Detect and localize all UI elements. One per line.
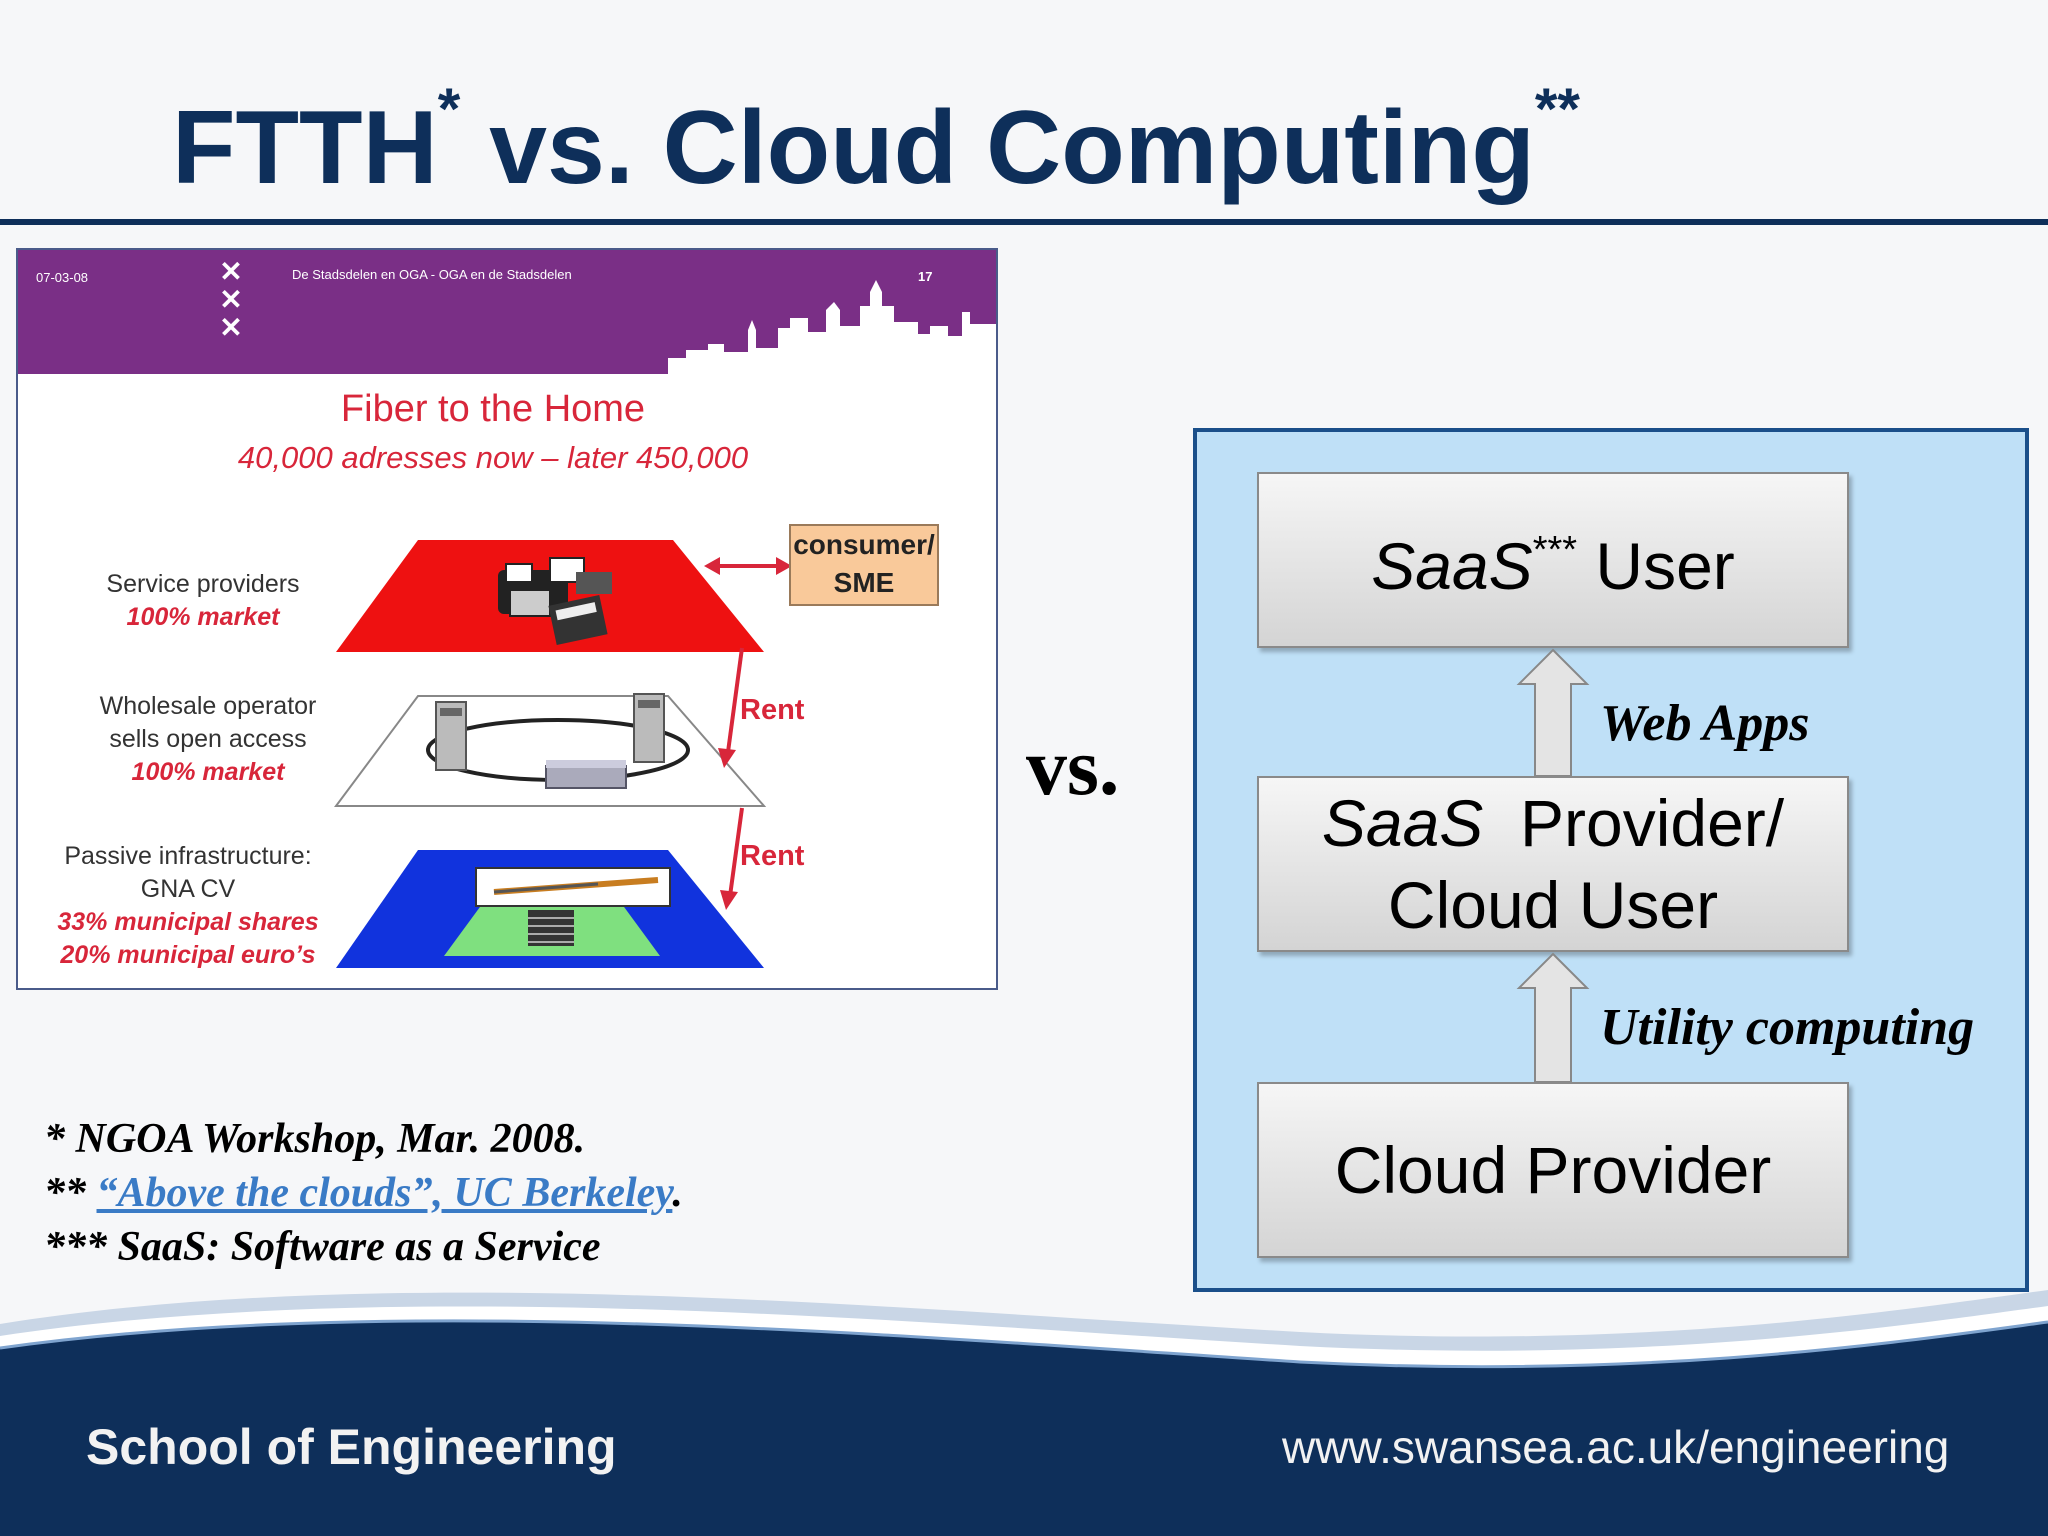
layer-label-line: GNA CV (140, 875, 236, 903)
vs-label: vs. (1026, 721, 1120, 812)
title-sup-1: * (437, 77, 461, 142)
layer-market-line: 33% municipal shares (57, 908, 319, 936)
consumer-line-1: consumer/ (793, 529, 935, 560)
layer-market-line: 100% market (126, 603, 280, 631)
ftth-title: Fiber to the Home (340, 388, 646, 430)
layer-label-service: Service providers 100% market (78, 568, 328, 634)
layer-label-wholesale: Wholesale operator sells open access 100… (68, 690, 348, 789)
layer-label-passive: Passive infrastructure: GNA CV 33% munic… (18, 840, 358, 972)
ftth-page-number: 17 (918, 269, 933, 284)
layer-label-line: Passive infrastructure: (64, 842, 312, 870)
footnote-2-suffix: . (672, 1170, 683, 1216)
layer-market-line: 20% municipal euro’s (60, 941, 316, 969)
rent-label-2: Rent (740, 840, 805, 872)
cloud-provider-text: Cloud Provider (1334, 1133, 1772, 1207)
cloud-stack-panel: SaaS*** User Web Apps SaaS Provider/ Clo… (1193, 428, 2029, 1292)
rent-arrow-2 (728, 807, 744, 897)
title-rule (0, 219, 2048, 225)
amsterdam-xxx-logo: ✕✕✕ (219, 256, 243, 343)
server-icon-left (435, 701, 467, 771)
school-name: School of Engineering (86, 1419, 617, 1475)
footer-wave (0, 1290, 2048, 1536)
layer-label-line: Service providers (106, 570, 300, 598)
layer-label-line: sells open access (109, 725, 307, 753)
footnote-3: *** SaaS: Software as a Service (44, 1224, 601, 1270)
ftth-slide-image: 07-03-08 ✕✕✕ De Stadsdelen en OGA - OGA … (16, 248, 998, 990)
consumer-line-2: SME (833, 567, 895, 598)
saas-user-box: SaaS*** User (1257, 472, 1849, 648)
ftth-header-text: De Stadsdelen en OGA - OGA en de Stadsde… (292, 267, 572, 282)
saas-italic: SaaS (1371, 529, 1533, 603)
saas-italic: SaaS (1321, 786, 1484, 860)
provider-text: Provider/ (1483, 786, 1785, 860)
up-arrow-icon (1516, 952, 1590, 1083)
server-icon-right (633, 693, 665, 763)
saas-provider-box: SaaS Provider/ Cloud User (1257, 776, 1849, 952)
utility-computing-label: Utility computing (1600, 999, 1975, 1056)
footnote-2-prefix: ** (44, 1170, 97, 1216)
user-text: User (1577, 529, 1735, 603)
service-devices-icon (498, 557, 612, 645)
title-cloud: vs. Cloud Computing (460, 90, 1535, 206)
web-apps-label: Web Apps (1600, 695, 1810, 752)
layer-market-line: 100% market (131, 758, 285, 786)
provider-line-1: SaaS Provider/ (1322, 782, 1784, 864)
rent-label-1: Rent (740, 694, 805, 726)
berkeley-link[interactable]: “Above the clouds”, UC Berkeley (96, 1170, 673, 1216)
title-sup-2: ** (1534, 77, 1581, 142)
ftth-date: 07-03-08 (36, 270, 89, 285)
city-skyline (668, 280, 996, 374)
wholesale-layer-plane (334, 695, 767, 807)
slide-title: FTTH* vs. Cloud Computing** (172, 80, 1580, 208)
up-arrow-icon (1516, 648, 1590, 777)
provider-line-2: Cloud User (1387, 868, 1719, 942)
saas-user-text: SaaS*** User (1371, 513, 1735, 607)
rent-arrow-1 (726, 647, 744, 753)
switch-icon (545, 760, 627, 789)
title-ftth: FTTH (172, 90, 438, 206)
ftth-diagram (334, 280, 996, 968)
consumer-sme-box: consumer/ SME (789, 524, 939, 606)
footnote-2: ** “Above the clouds”, UC Berkeley. (44, 1166, 683, 1220)
cloud-provider-box: Cloud Provider (1257, 1082, 1849, 1258)
ftth-subtitle: 40,000 adresses now – later 450,000 (237, 440, 749, 475)
saas-sup: *** (1532, 529, 1578, 571)
layer-label-line: Wholesale operator (99, 692, 317, 720)
website-url: www.swansea.ac.uk/engineering (1282, 1421, 1950, 1473)
fiber-bundle (528, 910, 574, 946)
footnote-1: * NGOA Workshop, Mar. 2008. (44, 1116, 586, 1162)
